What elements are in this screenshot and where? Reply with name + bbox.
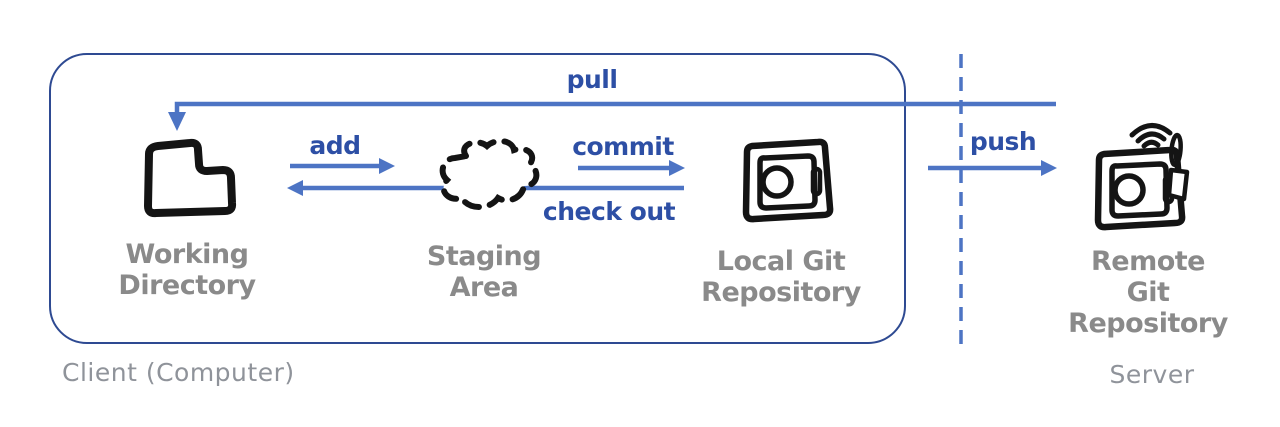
wifi-signal-icon [1129,123,1173,149]
local-git-repository-label: Local Git Repository [701,246,861,308]
safe-box-wifi-icon [1094,123,1190,231]
add-label: add [309,131,361,160]
client-region-label: Client (Computer) [62,358,295,387]
push-arrow [928,160,1057,176]
client-box [49,53,906,344]
check-out-label: check out [542,197,676,226]
server-region-label: Server [1109,360,1195,389]
commit-label: commit [572,132,674,161]
remote-git-repository-label: Remote Git Repository [1068,246,1228,339]
antenna-icon [1166,132,1190,202]
push-label: push [969,127,1037,156]
pull-label: pull [566,65,618,94]
staging-area-label: Staging Area [426,241,542,303]
working-directory-label: Working Directory [118,239,256,301]
